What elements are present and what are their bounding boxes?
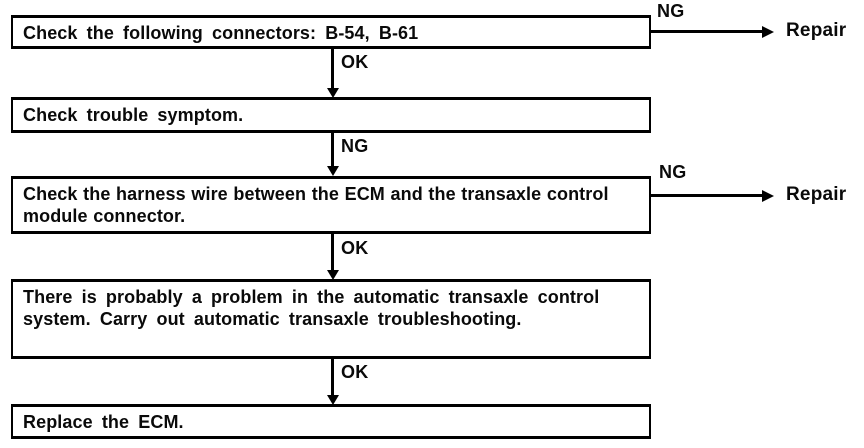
branch-label-ng-2: NG [659, 162, 687, 182]
branch-target-repair-1: Repair [786, 20, 847, 41]
connector-line-down-2 [331, 133, 334, 168]
arrowhead-right-icon [762, 190, 774, 202]
flow-step-replace-ecm: Replace the ECM. [11, 404, 651, 439]
branch-label-ng-1: NG [657, 1, 685, 21]
flow-step-check-harness-wire: Check the harness wire between the ECM a… [11, 176, 651, 234]
flow-step-check-connectors: Check the following connectors: B-54, B-… [11, 15, 651, 49]
connector-label-ok-3: OK [341, 238, 369, 258]
connector-line-down-4 [331, 359, 334, 397]
arrowhead-right-icon [762, 26, 774, 38]
connector-label-ok-4: OK [341, 362, 369, 382]
connector-label-ng-2: NG [341, 136, 369, 156]
connector-line-down-3 [331, 234, 334, 272]
flow-step-text: There is probably a problem in the autom… [23, 287, 600, 329]
flow-step-text: Check trouble symptom. [23, 105, 244, 125]
flow-step-text: Check the harness wire between the ECM a… [23, 184, 609, 226]
flow-step-text: Check the following connectors: B-54, B-… [23, 23, 419, 43]
connector-label-ok-1: OK [341, 52, 369, 72]
branch-target-repair-2: Repair [786, 184, 847, 205]
flow-step-check-trouble-symptom: Check trouble symptom. [11, 97, 651, 133]
flow-step-text: Replace the ECM. [23, 412, 184, 432]
arrowhead-down-icon [327, 395, 339, 405]
arrowhead-down-icon [327, 166, 339, 176]
connector-line-down-1 [331, 49, 334, 90]
arrowhead-down-icon [327, 88, 339, 98]
connector-line-right-1 [650, 30, 764, 33]
flow-step-automatic-transaxle-problem: There is probably a problem in the autom… [11, 279, 651, 359]
connector-line-right-2 [650, 194, 764, 197]
arrowhead-down-icon [327, 270, 339, 280]
